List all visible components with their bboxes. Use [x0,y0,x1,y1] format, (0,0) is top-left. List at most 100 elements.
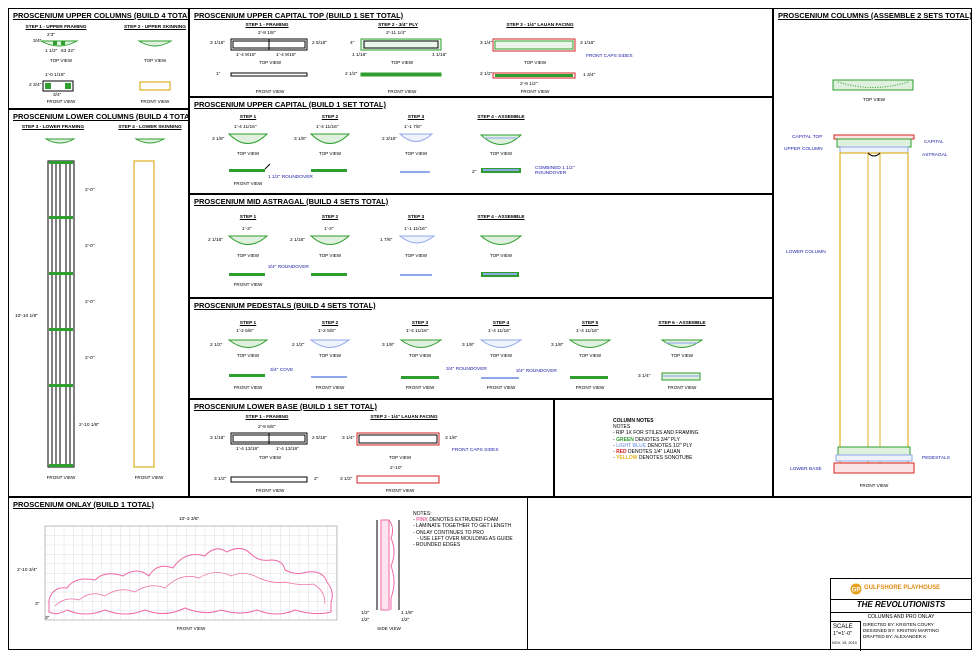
scale-value: 1"=1'-0" [833,631,853,637]
view-caption: FRONT VIEW [405,385,435,390]
pedestal-step3-front [401,376,439,379]
drafted-by: DRAFTED BY: ALEXANDER K [863,634,927,639]
view-caption: TOP VIEW [862,97,886,102]
note-line: - PINK DENOTES EXTRUDED FOAM [413,517,499,524]
step-label: STEP 3 [407,215,425,220]
view-caption: TOP VIEW [236,151,260,156]
view-caption: TOP VIEW [404,151,428,156]
dimension: 1'-4 9/16" [276,53,297,58]
dimension: 1'-2 5/8" [236,329,254,334]
dimension: 3 1/16" [210,436,226,441]
pedestal-step4-top [479,339,523,348]
note-line: - RED DENOTES 1/4" LAUAN [613,449,681,456]
dimension: 2'3" [47,33,55,38]
view-caption: SIDE VIEW [377,626,401,631]
dimension: 1 1/16" [432,53,448,58]
capital-step4-front [481,168,521,173]
dimension: 2 1/2" [292,343,305,348]
view-caption: FRONT VIEW [667,385,697,390]
dimension: 3 1/8" [212,137,225,142]
view-caption: FRONT VIEW [255,488,285,493]
callout: 1 1/2" ROUNDOVER [268,175,313,180]
view-caption: FRONT VIEW [233,385,263,390]
step-label: STEP 1 - UPPER FRAMING [25,25,87,30]
column-notes-panel: COLUMN NOTES NOTES - RIP 1X FOR STILES A… [554,399,773,497]
callout: FRONT CAPS SIDES [452,448,499,453]
step-label: STEP 1 - FRAMING [245,23,289,28]
base-framing-top-view [230,432,308,445]
dimension: 1 7/8" [380,238,393,243]
upper-skinning-top-view [137,40,173,47]
upper-capital-panel: PROSCENIUM UPPER CAPITAL (BUILD 1 SET TO… [189,97,773,194]
dimension: 3 1/4" [480,41,493,46]
astragal-step4-top [479,235,523,245]
callout: COMBINED 1 1/2" ROUNDOVER [535,166,575,176]
step-label: STEP 2 [321,321,339,326]
callout: UPPER COLUMN [784,147,823,152]
upper-framing-front-view [42,80,74,92]
view-caption: TOP VIEW [258,455,282,460]
capital-step1-top [227,133,269,144]
astragal-step3-top [398,235,436,244]
dimension: 1'-3" [324,227,334,232]
designed-by: DESIGNED BY: KRISTEN MARTINO [863,628,939,633]
lower-skinning-front-view [133,160,155,468]
company-row: GP GULFSHORE PLAYHOUSE [831,579,971,600]
dimension: 3 1/2" [340,477,353,482]
step-label: STEP 1 [239,215,257,220]
note-line: - GREEN DENOTES 3/4" PLY [613,436,680,443]
dimension: 3 1/16" [580,41,596,46]
note-line: - ROUNDED EDGES [413,542,461,549]
panel-title: PROSCENIUM UPPER CAPITAL (BUILD 1 SET TO… [194,100,386,109]
note-line: - LIGHT BLUE DENOTES 1/2" PLY [613,442,693,449]
dimension: 2'-0" [85,244,95,249]
astragal-step2-top [309,235,351,245]
dimension: 2 1/2" [480,72,493,77]
notes-label: NOTES [613,424,631,431]
view-caption: FRONT VIEW [315,385,345,390]
step-label: STEP 5 [581,321,599,326]
astragal-step1-front [229,273,265,276]
panel-title: PROSCENIUM UPPER COLUMNS (BUILD 4 TOTAL) [13,11,195,20]
capital-top-ply-front-view [360,72,442,77]
dimension: 2 5/16" [312,41,328,46]
dimension: 2'-9 1/2" [520,82,538,87]
dimension: 1'-4 11/16" [488,329,511,334]
show-title: THE REVOLUTIONISTS [856,600,946,609]
view-caption: FRONT VIEW [140,99,170,104]
step-label: STEP 3 - 1/4" LAUAN FACING [506,23,574,28]
callout: FRONT CAPS SIDES [586,54,633,59]
step-label: STEP 1 [239,115,257,120]
dimension: 3 1/8" [551,343,564,348]
view-caption: FRONT VIEW [520,89,550,94]
lower-base-panel: PROSCENIUM LOWER BASE (BUILD 1 SET TOTAL… [189,399,554,497]
view-caption: FRONT VIEW [233,181,263,186]
view-caption: FRONT VIEW [46,99,76,104]
pedestal-step1-top [227,339,269,348]
upper-framing-top-view [39,40,79,47]
dimension: 1'-3" [242,227,252,232]
dimension: 1'-1 7/8" [404,125,422,130]
astragal-step2-front [311,273,347,276]
onlay-front-view [44,525,338,621]
dimension: 2'-10" [390,466,403,471]
pedestal-step2-front [311,376,347,378]
view-caption: FRONT VIEW [176,626,206,631]
company-logo-icon: GP [850,583,862,595]
view-caption: FRONT VIEW [255,89,285,94]
callout: 3/4" ROUNDOVER [446,367,487,372]
dimension: 2'-11 1/4" [386,31,406,36]
dimension: 1/2" [401,618,410,623]
capital-top-framing-front-view [230,72,308,77]
step-label: STEP 2 - 1/4" LAUAN FACING [370,415,438,420]
view-caption: TOP VIEW [388,455,412,460]
dimension: 3 1/4" [342,436,355,441]
view-caption: FRONT VIEW [486,385,516,390]
astragal-step3-front [400,274,432,276]
view-caption: TOP VIEW [49,58,73,63]
step-label: STEP 2 - 3/4" PLY [378,23,418,28]
step-label: STEP 6 - ASSEMBLE [658,321,706,326]
dimension: 1'-2 5/8" [318,329,336,334]
sheet-title: COLUMNS AND PRO ONLAY [831,612,971,620]
dimension: 2'-10 1/8" [79,423,100,428]
